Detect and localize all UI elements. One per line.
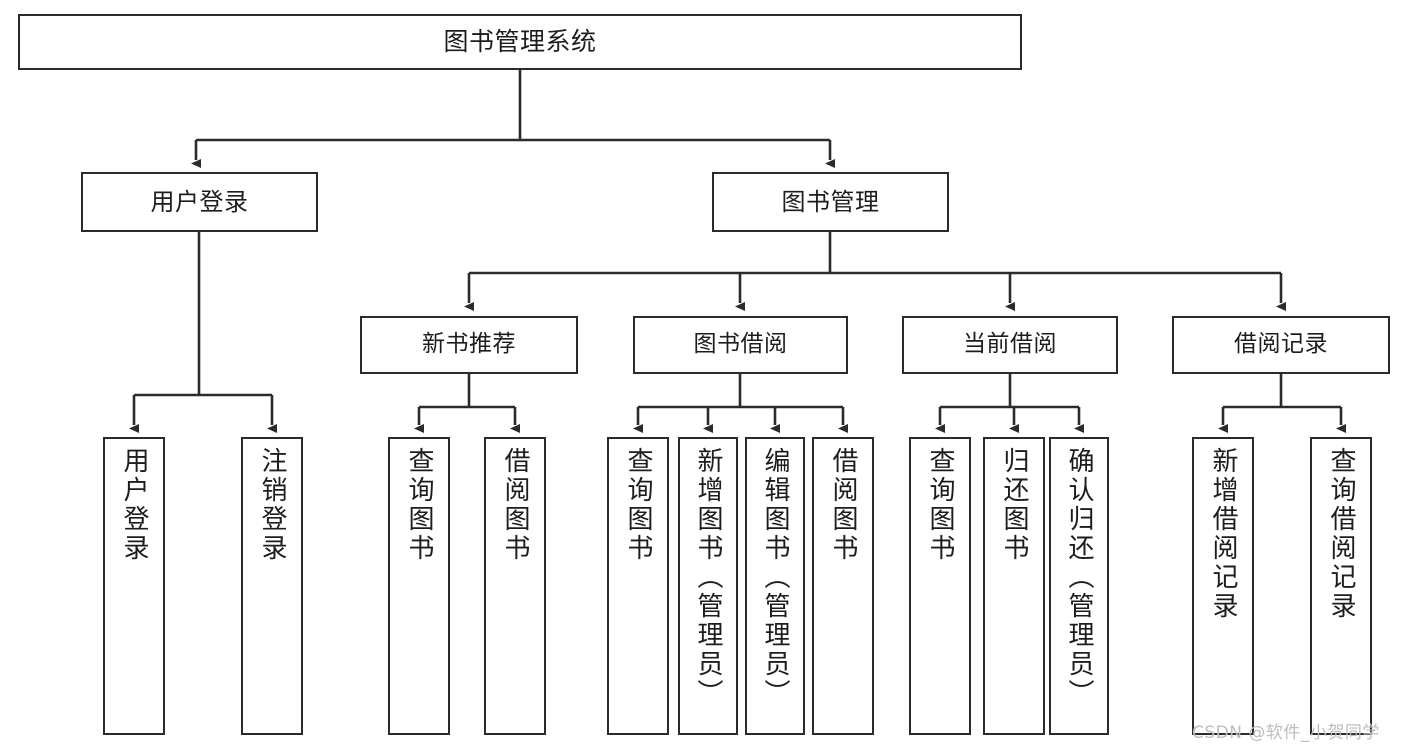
leaf-user-login[interactable]: 用户登录 (103, 437, 165, 735)
leaf-query-record[interactable]: 查询借阅记录 (1310, 437, 1372, 735)
node-root-system[interactable]: 图书管理系统 (18, 14, 1022, 70)
leaf-add-book[interactable]: 新增图书（管理员） (678, 437, 738, 735)
leaf-query-book-3[interactable]: 查询图书 (909, 437, 971, 735)
node-label: 图书借阅 (693, 331, 788, 358)
node-label: 当前借阅 (963, 331, 1057, 358)
node-book-borrow[interactable]: 图书借阅 (633, 316, 848, 374)
node-user-login[interactable]: 用户登录 (81, 172, 318, 232)
leaf-query-book-2[interactable]: 查询图书 (607, 437, 669, 735)
node-label: 图书管理系统 (443, 27, 597, 57)
node-book-manage[interactable]: 图书管理 (712, 172, 949, 232)
node-label: 用户登录 (150, 187, 249, 216)
node-label: 新增借阅记录 (1208, 447, 1238, 621)
csdn-watermark: CSDN @软件_小贺同学 (1192, 723, 1380, 743)
node-label: 新增图书（管理员） (693, 447, 723, 708)
leaf-borrow-book-1[interactable]: 借阅图书 (484, 437, 546, 735)
node-label: 借阅图书 (500, 447, 530, 563)
leaf-query-book-1[interactable]: 查询图书 (388, 437, 450, 735)
node-label: 借阅图书 (828, 447, 858, 563)
node-label: 新书推荐 (422, 331, 516, 358)
node-label: 编辑图书（管理员） (760, 447, 790, 708)
node-label: 归还图书 (999, 447, 1029, 563)
leaf-return-book[interactable]: 归还图书 (983, 437, 1045, 735)
leaf-add-record[interactable]: 新增借阅记录 (1192, 437, 1254, 735)
node-label: 注销登录 (257, 447, 287, 563)
node-label: 查询图书 (925, 447, 955, 563)
node-borrow-record[interactable]: 借阅记录 (1172, 316, 1390, 374)
leaf-borrow-book-2[interactable]: 借阅图书 (812, 437, 874, 735)
node-new-book-recommend[interactable]: 新书推荐 (360, 316, 578, 374)
leaf-edit-book[interactable]: 编辑图书（管理员） (745, 437, 805, 735)
node-label: 借阅记录 (1234, 331, 1328, 358)
node-label: 查询图书 (623, 447, 653, 563)
node-current-borrow[interactable]: 当前借阅 (902, 316, 1118, 374)
node-label: 用户登录 (119, 447, 149, 563)
node-label: 确认归还（管理员） (1064, 447, 1094, 708)
node-label: 查询图书 (404, 447, 434, 563)
node-label: 查询借阅记录 (1326, 447, 1356, 621)
leaf-logout[interactable]: 注销登录 (241, 437, 303, 735)
node-label: 图书管理 (781, 187, 880, 216)
leaf-confirm-return[interactable]: 确认归还（管理员） (1049, 437, 1109, 735)
